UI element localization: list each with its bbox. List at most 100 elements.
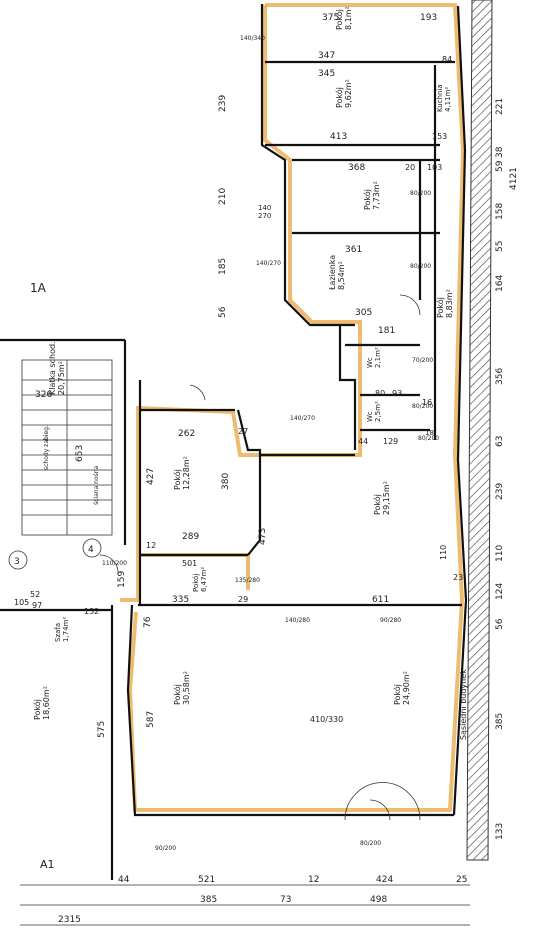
dim-239: 239 xyxy=(218,95,228,112)
dim-193: 193 xyxy=(420,13,437,23)
dim-93: 93 xyxy=(392,389,402,398)
section-a1: A1 xyxy=(40,858,55,871)
dim-18: 18 xyxy=(425,429,434,437)
dim-380: 380 xyxy=(221,473,231,490)
room-label: Klatka schod. xyxy=(48,341,57,395)
dim-587: 587 xyxy=(146,711,156,728)
room-r2: Pokój 9,62m² xyxy=(334,79,353,108)
room-label: Pokój xyxy=(334,87,344,108)
dim-r-38: 38 xyxy=(495,146,505,158)
dim-r-239: 239 xyxy=(495,483,505,500)
room-label: Wc xyxy=(366,357,374,368)
room-r16: Szafa 1,74m² xyxy=(54,617,70,642)
dim-44: 44 xyxy=(358,437,368,446)
room-label: Pokój xyxy=(192,574,200,592)
room-area: 29,15m² xyxy=(382,481,391,515)
dim-262: 262 xyxy=(178,429,195,439)
room-area: 2,5m² xyxy=(374,401,382,422)
dim-305: 305 xyxy=(355,308,372,318)
dim-r-63: 63 xyxy=(495,436,505,447)
room-area: 4,11m² xyxy=(444,87,452,112)
dim-132: 132 xyxy=(84,607,99,616)
dim-84: 84 xyxy=(442,55,452,64)
dim-b-25: 25 xyxy=(456,875,467,885)
ceiling-height-label: 410/330 xyxy=(310,715,343,724)
dim-r-158: 158 xyxy=(495,203,505,220)
dim-97: 97 xyxy=(32,601,42,610)
room-label: Pokój xyxy=(372,494,382,515)
door-label: 80/200 xyxy=(360,840,381,847)
dim-129: 129 xyxy=(383,437,398,446)
room-area: 1,74m² xyxy=(62,617,70,642)
room-area: 24,90m² xyxy=(402,671,411,705)
door-label: 110/200 xyxy=(102,560,127,567)
dim-b-2315: 2315 xyxy=(58,915,81,925)
room-r13: Kuchnia 4,11m² xyxy=(436,84,452,112)
dim-80: 80 xyxy=(375,389,385,398)
room-area: 20,75m² xyxy=(57,361,66,395)
room-r14: Wc 2,1m² xyxy=(366,347,382,368)
neighbor-building-hatch xyxy=(466,0,493,861)
dim-b-385: 385 xyxy=(200,895,217,905)
dim-r-56: 56 xyxy=(495,618,505,630)
room-label: Szafa xyxy=(54,623,62,642)
room-r12: Klatka schod. 20,75m² xyxy=(48,341,66,395)
dim-27: 27 xyxy=(238,427,248,436)
dim-335: 335 xyxy=(172,595,189,605)
dim-181: 181 xyxy=(378,326,395,336)
room-label: Pokój xyxy=(362,189,372,210)
door-label: 80/200 xyxy=(418,435,439,442)
dim-r-221: 221 xyxy=(495,98,505,115)
bottom-dim-lines xyxy=(20,884,470,926)
room-label: Łazienka xyxy=(328,255,337,291)
marker-4: 4 xyxy=(88,545,94,555)
room-label: Pokój xyxy=(32,699,42,720)
door-label: 140/270 xyxy=(256,260,281,267)
dim-361: 361 xyxy=(345,245,362,255)
room-area: 30,58m² xyxy=(182,671,191,705)
room-r4: Łazienka 8,54m² xyxy=(328,255,346,291)
dim-r-59: 59 xyxy=(495,160,505,172)
door-label: 140/270 xyxy=(290,415,315,422)
room-r1: Pokój 8,1m² xyxy=(334,6,353,30)
room-area: 18,60m² xyxy=(42,686,51,720)
room-area: 8,83m² xyxy=(445,289,454,318)
bearing-wall-label: ściana nośna xyxy=(93,465,100,505)
dim-611: 611 xyxy=(372,595,389,605)
stair-width-326: 326 xyxy=(35,390,52,400)
room-r11: Pokój 6,47m² xyxy=(192,567,208,592)
dim-b-424: 424 xyxy=(376,875,393,885)
stairs-label: schody zabieg. xyxy=(43,425,50,470)
room-area: 6,47m² xyxy=(200,567,208,592)
dim-23: 23 xyxy=(453,573,463,582)
room-area: 12,28m² xyxy=(182,456,191,490)
room-label: Kuchnia xyxy=(436,84,444,112)
dim-b-498: 498 xyxy=(370,895,387,905)
dim-b-73: 73 xyxy=(280,895,291,905)
dim-b-12: 12 xyxy=(308,875,319,885)
door-label: 90/280 xyxy=(380,617,401,624)
dim-289: 289 xyxy=(182,532,199,542)
door-swings xyxy=(99,294,421,821)
dim-368: 368 xyxy=(348,163,365,173)
room-r5: Pokój 8,83m² xyxy=(435,289,454,318)
dim-20: 20 xyxy=(405,163,415,172)
dim-501: 501 xyxy=(182,559,197,568)
room-r10: Pokój 18,60m² xyxy=(32,686,51,720)
door-label: 90/200 xyxy=(155,845,176,852)
dim-12: 12 xyxy=(146,541,156,550)
marker-3: 3 xyxy=(14,557,20,567)
dim-29: 29 xyxy=(238,595,248,604)
room-r6: Pokój 12,28m² xyxy=(172,456,191,490)
dim-r-356: 356 xyxy=(495,368,505,385)
door-label: 80/200 xyxy=(410,190,431,197)
dim-52: 52 xyxy=(30,590,40,599)
room-area: 9,62m² xyxy=(344,79,353,108)
dim-r-164: 164 xyxy=(495,275,505,292)
door-label: 80/200 xyxy=(410,263,431,270)
room-area: 8,54m² xyxy=(337,261,346,290)
section-1a: 1A xyxy=(30,281,47,295)
dim-413: 413 xyxy=(330,132,347,142)
room-area: 7,73m² xyxy=(372,181,381,210)
